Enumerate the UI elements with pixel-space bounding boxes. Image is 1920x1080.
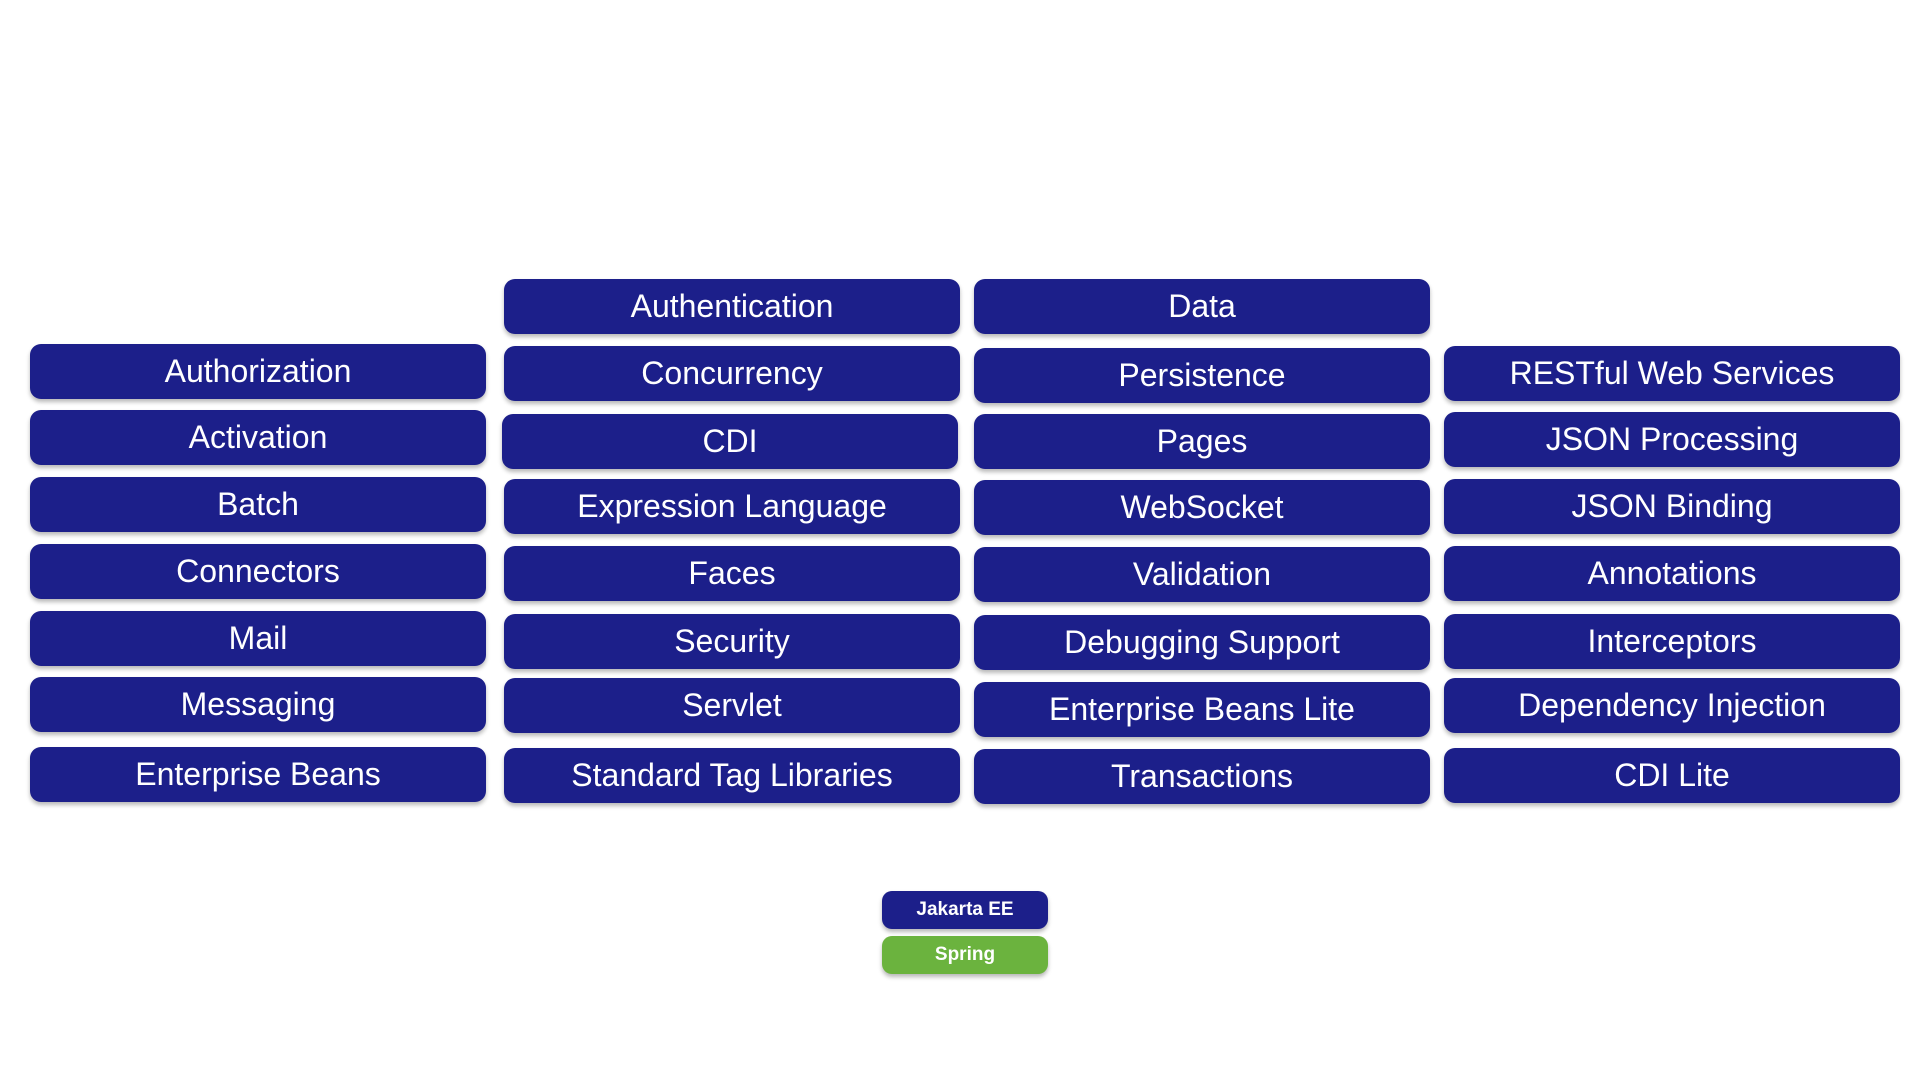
spec-box-authentication: Authentication [504,279,960,334]
spec-box-expression-language: Expression Language [504,479,960,534]
spec-box-websocket: WebSocket [974,480,1430,535]
spec-box-cdi: CDI [502,414,958,469]
spec-box-interceptors: Interceptors [1444,614,1900,669]
spec-box-security: Security [504,614,960,669]
spec-box-connectors: Connectors [30,544,486,599]
spec-box-debugging-support: Debugging Support [974,615,1430,670]
spec-box-activation: Activation [30,410,486,465]
spec-box-transactions: Transactions [974,749,1430,804]
spec-box-json-processing: JSON Processing [1444,412,1900,467]
spec-box-enterprise-beans-lite: Enterprise Beans Lite [974,682,1430,737]
spec-box-cdi-lite: CDI Lite [1444,748,1900,803]
spec-box-servlet: Servlet [504,678,960,733]
spec-box-data: Data [974,279,1430,334]
spec-box-persistence: Persistence [974,348,1430,403]
legend-spring: Spring [882,936,1048,974]
spec-box-mail: Mail [30,611,486,666]
spec-box-standard-tag-libraries: Standard Tag Libraries [504,748,960,803]
spec-box-faces: Faces [504,546,960,601]
spec-box-concurrency: Concurrency [504,346,960,401]
spec-box-authorization: Authorization [30,344,486,399]
spec-box-annotations: Annotations [1444,546,1900,601]
spec-box-enterprise-beans: Enterprise Beans [30,747,486,802]
spec-box-dependency-injection: Dependency Injection [1444,678,1900,733]
spec-box-json-binding: JSON Binding [1444,479,1900,534]
spec-box-restful-web-services: RESTful Web Services [1444,346,1900,401]
spec-box-validation: Validation [974,547,1430,602]
spec-box-batch: Batch [30,477,486,532]
spec-box-messaging: Messaging [30,677,486,732]
legend-jakarta-ee: Jakarta EE [882,891,1048,929]
spec-box-pages: Pages [974,414,1430,469]
